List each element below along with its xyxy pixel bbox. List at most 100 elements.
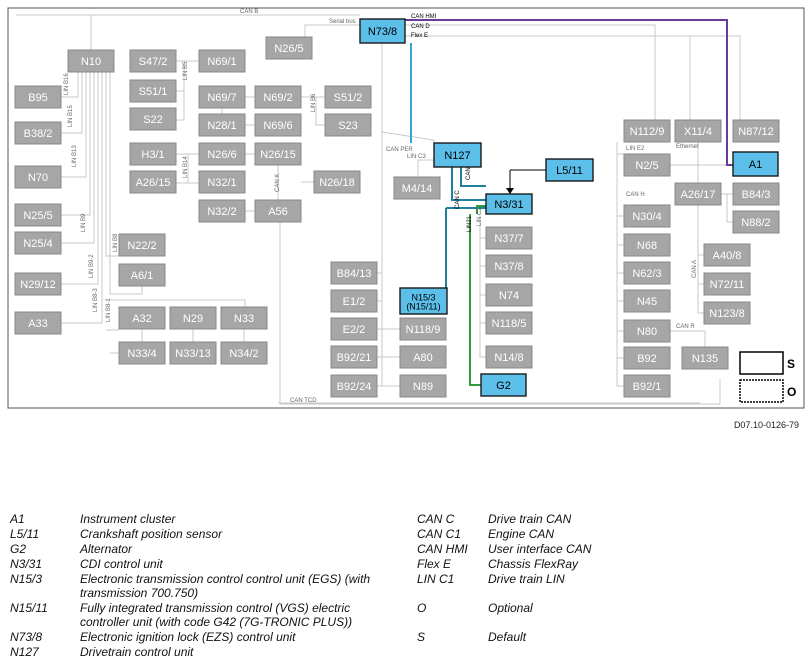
node-label: N29 <box>183 313 203 325</box>
n14-8-line <box>479 214 486 358</box>
node-n69-2: N69/2 <box>254 85 302 109</box>
node-box <box>129 142 177 166</box>
node-n118-9: N118/9 <box>399 317 447 341</box>
node-n88-2: N88/2 <box>732 210 780 234</box>
lin-b16-line <box>61 72 79 98</box>
node-m4-14: M4/14 <box>393 176 441 200</box>
node-n26-6: N26/6 <box>198 142 246 166</box>
legend-desc: Drivetrain control unit <box>80 645 194 659</box>
node-s23: S23 <box>324 113 372 137</box>
node-label: B92/1 <box>633 381 662 393</box>
node-label: S51/1 <box>139 86 168 98</box>
node-label: N26/5 <box>274 43 303 55</box>
node-n69-1: N69/1 <box>198 49 246 73</box>
serial-bus-line <box>304 24 360 37</box>
node-a32: A32 <box>118 306 166 330</box>
node-label: N34/2 <box>229 348 258 360</box>
node-n3-31: N3/31 <box>485 193 533 215</box>
node-box <box>198 49 246 73</box>
legend-desc: Electronic ignition lock (EZS) control u… <box>80 630 296 644</box>
node-label: N32/2 <box>207 206 236 218</box>
node-label: N30/4 <box>632 211 661 223</box>
node-box <box>545 158 594 182</box>
node-b92-1: B92/1 <box>623 374 671 398</box>
node-label: E1/2 <box>343 296 366 308</box>
node-n33-4: N33/4 <box>118 341 166 365</box>
node-box <box>623 119 671 143</box>
node-label: S51/2 <box>334 92 363 104</box>
node-a26-17: A26/17 <box>674 182 722 206</box>
node-h3-1: H3/1 <box>129 142 177 166</box>
node-label: N2/5 <box>635 160 658 172</box>
node-box <box>330 289 378 313</box>
bus-label-lin-c3: LIN C3 <box>407 154 426 160</box>
node-box <box>254 85 302 109</box>
node-box <box>198 142 246 166</box>
node-label: N118/5 <box>492 318 527 330</box>
bus-label-can-h: CAN H <box>626 192 645 198</box>
node-e2-2: E2/2 <box>330 317 378 341</box>
node-label: N123/8 <box>709 308 744 320</box>
node-label: B38/2 <box>24 128 53 140</box>
node-label: B92 <box>637 353 657 365</box>
node-label: A33 <box>28 318 48 330</box>
bus-label-lin-b5: LIN B5 <box>183 61 189 80</box>
node-n62-3: N62/3 <box>623 261 671 285</box>
can-hmi-line <box>405 19 733 166</box>
node-box <box>254 142 302 166</box>
node-n80: N80 <box>623 319 671 343</box>
node-box <box>324 113 372 137</box>
node-label: N37/7 <box>494 233 523 245</box>
node-box <box>359 18 406 44</box>
legend-code: S <box>417 630 426 644</box>
node-label: N26/15 <box>260 149 295 161</box>
can-d-line <box>405 24 656 120</box>
node-label: N25/5 <box>23 210 52 222</box>
bus-label-ethernet: Ethernet <box>676 144 699 150</box>
node-label: N68 <box>637 240 657 252</box>
node-box <box>623 204 671 228</box>
node-box <box>623 319 671 343</box>
legend-desc: CDI control unit <box>80 557 163 571</box>
node-n87-12: N87/12 <box>732 119 780 143</box>
node-n30-4: N30/4 <box>623 204 671 228</box>
node-label: B84/13 <box>337 268 372 280</box>
node-box <box>485 345 533 369</box>
node-label: N80 <box>637 326 657 338</box>
node-label: S22 <box>143 114 163 126</box>
bus-label-lin-b13: LIN B13 <box>72 145 78 167</box>
node-n26-15: N26/15 <box>254 142 302 166</box>
node-label: N135 <box>692 353 718 365</box>
node-label: L5/11 <box>556 165 583 177</box>
node-label: N45 <box>637 296 657 308</box>
node-n73-8: N73/8 <box>359 18 406 44</box>
bus-label-lin-b16: LIN B16 <box>64 73 70 95</box>
legend-desc: Drive train CAN <box>488 512 572 526</box>
legend-code: N73/8 <box>10 630 43 644</box>
node-s51-1: S51/1 <box>129 79 177 103</box>
node-box <box>393 176 441 200</box>
node-n33: N33 <box>220 306 268 330</box>
node-n32-2: N32/2 <box>198 199 246 223</box>
diagram-reference: D07.10-0126-79 <box>733 420 799 430</box>
node-n37-7: N37/7 <box>485 226 533 250</box>
node-n118-5: N118/5 <box>485 311 533 335</box>
legend-code: G2 <box>10 542 27 556</box>
bus-label-lin-b8-1: LIN B8-1 <box>106 298 112 322</box>
node-n28-1: N28/1 <box>198 113 246 137</box>
lin-b9-2-line <box>61 72 99 285</box>
node-label: N88/2 <box>741 217 770 229</box>
node-n68: N68 <box>623 233 671 257</box>
node-label: N69/6 <box>263 120 292 132</box>
node-box <box>220 341 268 365</box>
node-box <box>14 272 62 296</box>
node-label: E2/2 <box>343 324 366 336</box>
flex-e-gray-line <box>405 35 741 120</box>
node-n45: N45 <box>623 289 671 313</box>
node-n112-9: N112/9 <box>623 119 671 143</box>
diagram-frame <box>7 7 805 409</box>
node-box <box>674 119 722 143</box>
lin-b9-line <box>61 72 91 216</box>
